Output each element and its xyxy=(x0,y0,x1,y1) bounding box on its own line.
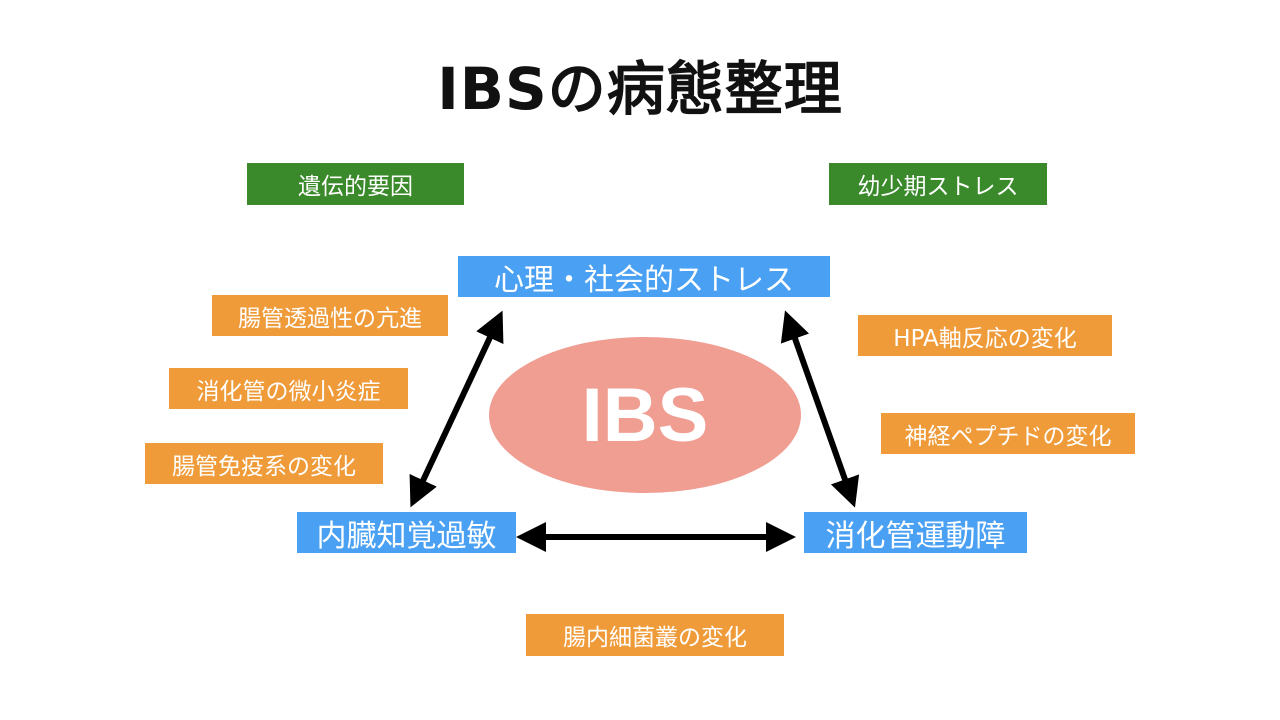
left-factor-item: 腸管透過性の亢進 xyxy=(212,295,448,336)
left-factor-item: 腸管免疫系の変化 xyxy=(145,443,383,484)
gut-microbiota-box: 腸内細菌叢の変化 xyxy=(526,614,784,656)
visceral-hypersensitivity-node: 内臓知覚過敏 xyxy=(297,512,516,554)
ibs-center-label: IBS xyxy=(581,372,709,458)
gi-motility-node: 消化管運動障 xyxy=(804,512,1027,554)
genetic-factor-box: 遺伝的要因 xyxy=(247,163,464,205)
childhood-stress-box: 幼少期ストレス xyxy=(829,163,1047,205)
left-factor-item: 消化管の微小炎症 xyxy=(169,368,408,409)
arrow-psych-visceral xyxy=(409,310,504,508)
ibs-center-ellipse xyxy=(489,337,801,493)
right-factor-item: HPA軸反応の変化 xyxy=(858,315,1112,356)
psychosocial-stress-node: 心理・社会的ストレス xyxy=(458,256,830,298)
page-title: IBSの病態整理 xyxy=(437,55,843,123)
right-factor-item: 神経ペプチドの変化 xyxy=(881,413,1135,454)
arrow-psych-motility xyxy=(780,310,860,508)
